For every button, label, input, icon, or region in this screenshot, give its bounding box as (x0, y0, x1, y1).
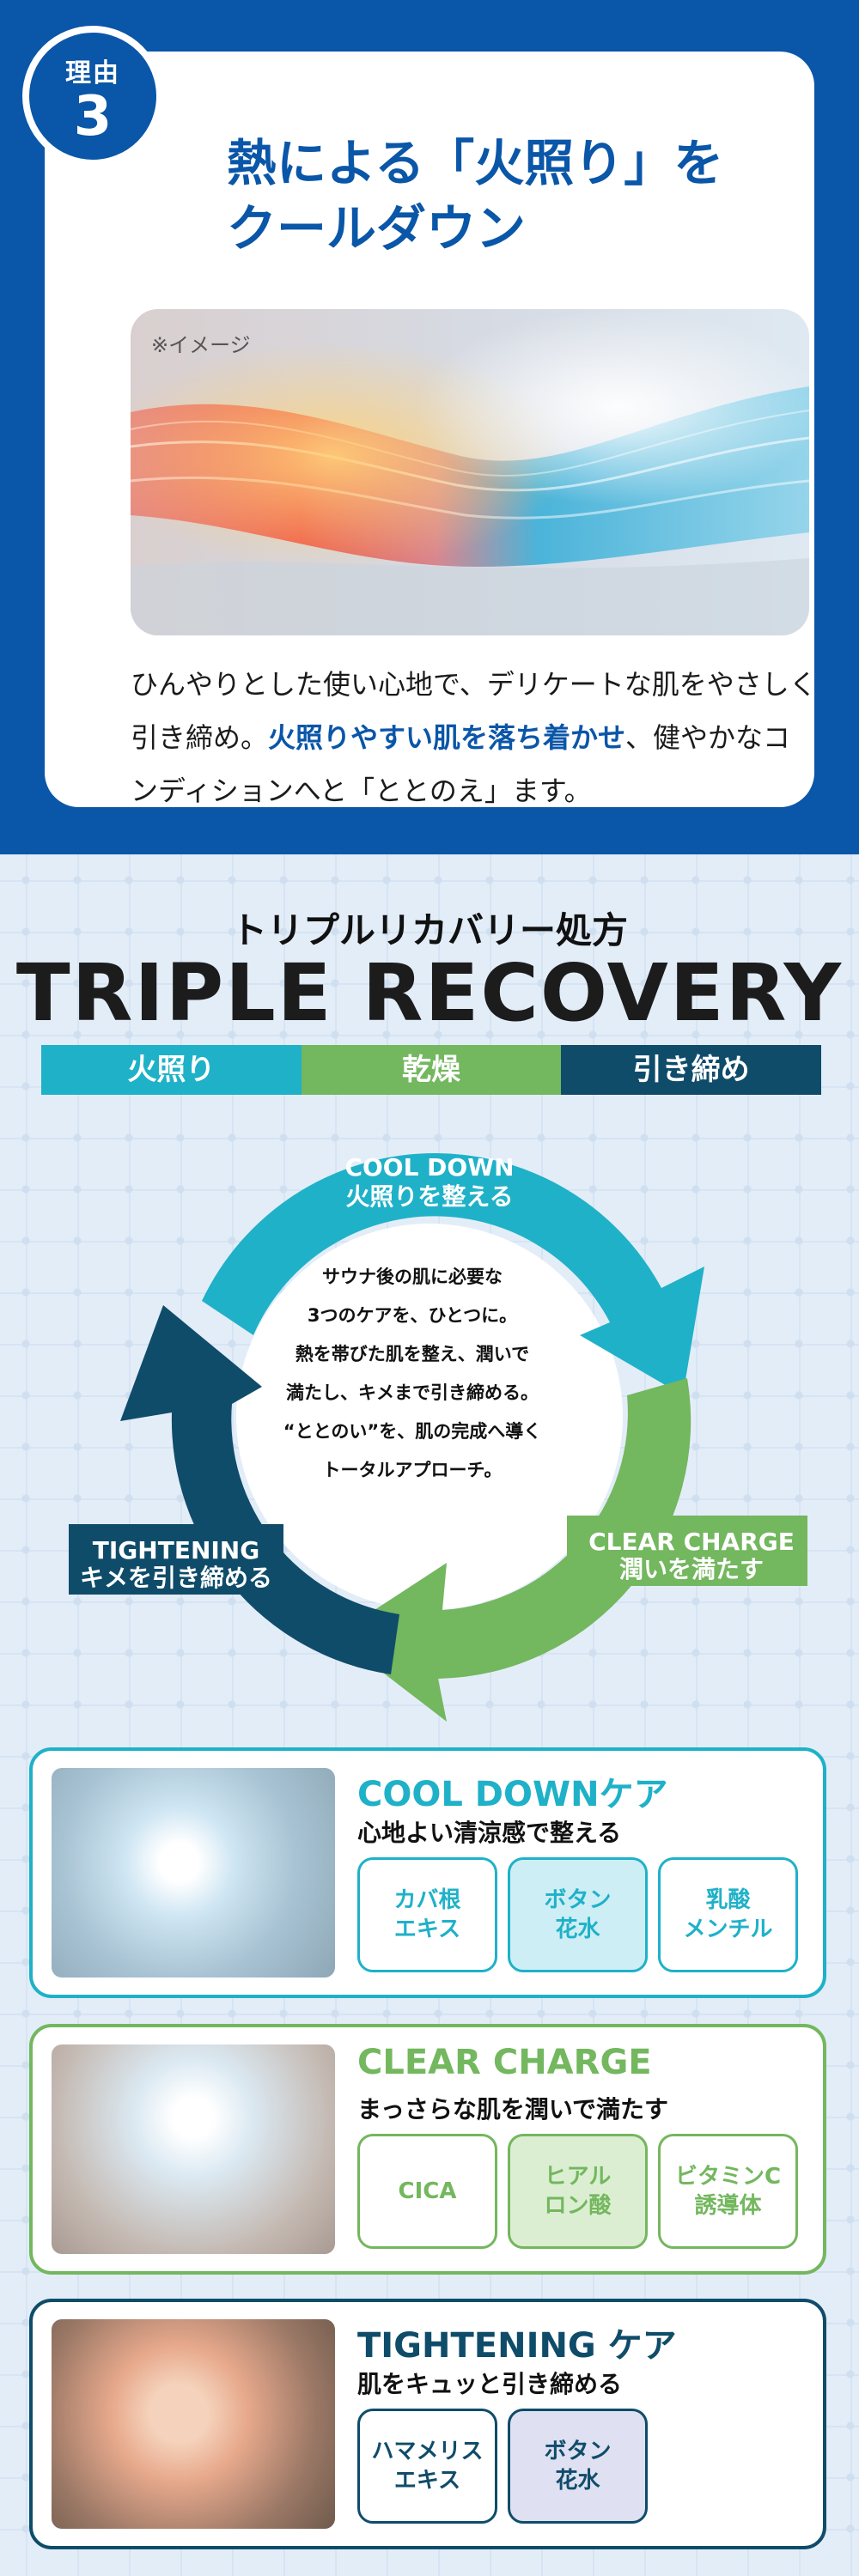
tightening-name: TIGHTENING (92, 1536, 260, 1564)
cool-down-desc: 火照りを整える (345, 1182, 514, 1211)
center-line: “ととのい”を、肌の完成へ導く (283, 1421, 542, 1442)
ingredient-chip: ハマメリス エキス (357, 2409, 497, 2524)
reason-title: 熱による「火照り」を クールダウン (227, 134, 724, 258)
card-description: 肌をキュッと引き締める (357, 2370, 623, 2398)
reason-card: 熱による「火照り」を クールダウン (45, 52, 817, 807)
ingredient-chip: CICA (357, 2134, 497, 2249)
center-line: 満たし、キメまで引き締める。 (286, 1382, 539, 1403)
image-note: ※イメージ (151, 333, 251, 357)
tightening-desc: キメを引き締める (79, 1564, 272, 1592)
tightening-care-card: TIGHTENING ケア 肌をキュッと引き締める ハマメリス エキス ボタン … (29, 2299, 826, 2549)
ingredient-chip: カバ根 エキス (357, 1857, 497, 1972)
badge-number: 3 (73, 85, 113, 149)
card-title: CLEAR CHARGE (357, 2043, 652, 2082)
cycle-center-text: サウナ後の肌に必要な 3つのケアを、ひとつに。 熱を帯びた肌を整え、潤いで 満た… (249, 1258, 576, 1490)
cool-down-care-card: COOL DOWNケア 心地よい清涼感で整える カバ根 エキス ボタン 花水 乳… (29, 1747, 826, 1998)
clear-charge-name: CLEAR CHARGE (588, 1528, 795, 1556)
ingredient-chip: ボタン 花水 (508, 1857, 648, 1972)
card-title: TIGHTENING ケア (357, 2326, 677, 2366)
card-title: COOL DOWNケア (357, 1775, 668, 1814)
cool-down-name: COOL DOWN (344, 1153, 515, 1182)
body-highlight: 火照りやすい肌を落ち着かせ (268, 721, 626, 754)
reason-body: ひんやりとした使い心地で、デリケートな肌をやさしく引き締め。火照りやすい肌を落ち… (131, 658, 818, 817)
water-drop-leaf-image (52, 1768, 335, 1978)
clear-charge-arrow (335, 1378, 691, 1722)
ingredient-chip: ビタミンC 誘導体 (658, 2134, 798, 2249)
body-text-2: 、健やかなコンディションへと「ととのえ」ます。 (131, 721, 791, 807)
clear-charge-label: CLEAR CHARGE 潤いを満たす (567, 1528, 816, 1583)
ingredient-chip: ボタン 花水 (508, 2409, 648, 2524)
cooling-skin-image: ※イメージ (131, 309, 809, 635)
triple-recovery-section: トリプルリカバリー処方 TRIPLE RECOVERY 火照り 乾燥 引き締め … (0, 854, 859, 2576)
peony-flower-image (52, 2319, 335, 2529)
center-line: 熱を帯びた肌を整え、潤いで (295, 1344, 530, 1364)
ingredient-chips: ハマメリス エキス ボタン 花水 (357, 2409, 648, 2524)
center-line: サウナ後の肌に必要な (322, 1267, 503, 1287)
concern-dryness: 乾燥 (301, 1045, 562, 1095)
skin-layer-illustration (131, 309, 809, 635)
concern-bar: 火照り 乾燥 引き締め (41, 1045, 822, 1095)
concern-firming: 引き締め (561, 1045, 822, 1095)
water-drop-image (52, 2044, 335, 2254)
cycle-center-circle (236, 1224, 623, 1610)
reason-badge: 理由 3 (22, 26, 163, 167)
center-line: トータルアプローチ。 (322, 1460, 503, 1480)
cool-down-arrow (202, 1153, 704, 1395)
ingredient-chip: ヒアル ロン酸 (508, 2134, 648, 2249)
tightening-arrow (120, 1305, 399, 1674)
ingredient-chips: CICA ヒアル ロン酸 ビタミンC 誘導体 (357, 2134, 798, 2249)
card-description: まっさらな肌を潤いで満たす (357, 2095, 669, 2123)
clear-charge-card: CLEAR CHARGE まっさらな肌を潤いで満たす CICA ヒアル ロン酸 … (29, 2024, 826, 2275)
ingredient-chips: カバ根 エキス ボタン 花水 乳酸 メンチル (357, 1857, 798, 1972)
badge-label: 理由 (65, 58, 120, 88)
recovery-title: TRIPLE RECOVERY (15, 947, 844, 1039)
body-text-1: ひんやりとした使い心地で、デリケートな肌をやさしく引き締め。 (131, 668, 817, 754)
card-description: 心地よい清涼感で整える (357, 1819, 622, 1847)
clear-charge-desc: 潤いを満たす (618, 1555, 764, 1583)
cool-down-label: COOL DOWN 火照りを整える (309, 1153, 550, 1212)
tightening-label: TIGHTENING キメを引き締める (69, 1537, 283, 1592)
reason-section: 熱による「火照り」を クールダウン (0, 0, 859, 854)
center-line: 3つのケアを、ひとつに。 (307, 1305, 518, 1326)
ingredient-chip: 乳酸 メンチル (658, 1857, 798, 1972)
recovery-subtitle: トリプルリカバリー処方 (230, 909, 628, 951)
tightening-tab (69, 1524, 283, 1595)
clear-charge-tab (567, 1516, 807, 1586)
cycle-arrows (69, 1153, 807, 1722)
recovery-cycle-diagram: COOL DOWN 火照りを整える CLEAR CHARGE 潤いを満たす TI… (52, 1129, 807, 1730)
concern-heat: 火照り (41, 1045, 302, 1095)
